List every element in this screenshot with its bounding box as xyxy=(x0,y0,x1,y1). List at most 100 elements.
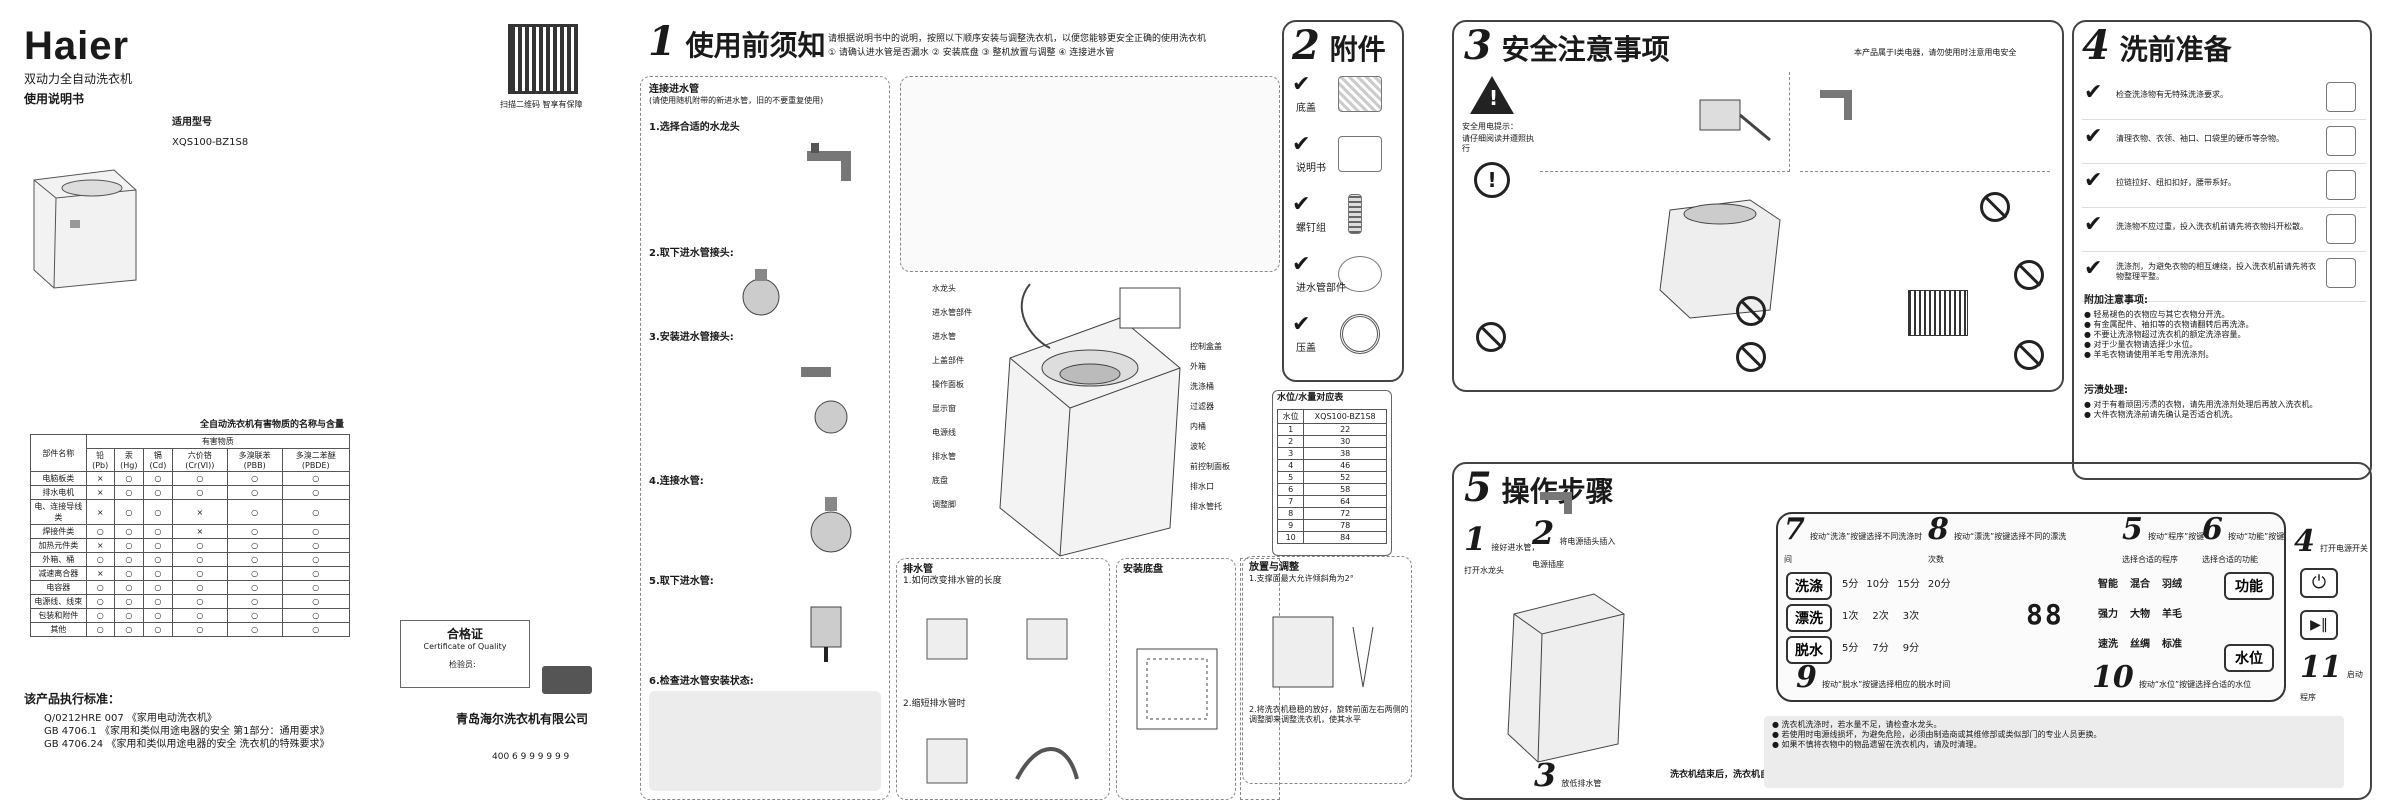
program-grid: 智能混合羽绒强力大物羊毛速洗丝绸标准 xyxy=(2098,578,2218,668)
pocket-icon xyxy=(2326,126,2356,156)
hazard-cell: × xyxy=(171,499,228,525)
water-level-cell: 5 xyxy=(1276,471,1305,484)
hazard-cell: ○ xyxy=(226,524,283,539)
water-level-cell: 2 xyxy=(1276,435,1305,448)
base-cover-icon xyxy=(1338,76,1382,112)
prep-item: ✔ 洗涤物不应过重，投入洗衣机前请先将衣物抖开松散。 xyxy=(2082,208,2366,252)
part-label: 前控制面板 xyxy=(1190,462,1230,471)
program-option: 标准 xyxy=(2162,639,2182,650)
step-11: 11 启动程序 xyxy=(2300,650,2363,702)
check-icon: ✔ xyxy=(1292,132,1311,157)
hazard-row: 电容器○○○○○○ xyxy=(30,580,351,595)
section-4-heading: 4 洗前准备 xyxy=(2082,22,2232,69)
instruction-box xyxy=(900,76,1280,272)
install-base-box: 安装底盘 xyxy=(1116,558,1236,800)
safety-cell xyxy=(1800,72,2050,172)
section-1-intro: 请根据说明书中的说明，按照以下顺序安装与调整洗衣机，以便您能够更安全正确的使用洗… xyxy=(828,34,1207,44)
hazard-row: 电脑板类×○○○○○ xyxy=(30,471,351,486)
section-4-panel: 4 洗前准备 ✔ 检查洗涤物有无特殊洗涤要求。 ✔ 清理衣物、衣领、袖口、口袋里… xyxy=(2072,20,2372,480)
model-label: 适用型号 xyxy=(172,117,212,128)
hazard-cell: ○ xyxy=(142,524,173,539)
wash-time-option: 15分 xyxy=(1897,579,1920,590)
hazard-cell: ○ xyxy=(226,566,283,581)
start-pause-button[interactable]: ▶‖ xyxy=(2300,610,2338,640)
hazard-cell: 其他 xyxy=(30,622,87,637)
step-2: 2 将电源插头插入电源插座 xyxy=(1532,514,1616,569)
hazard-row: 焊接件类○○○×○○ xyxy=(30,524,351,539)
program-option: 羊毛 xyxy=(2162,609,2182,620)
filter-icon xyxy=(1908,290,1968,336)
hazard-cell: 焊接件类 xyxy=(30,524,87,539)
hazard-cell: ○ xyxy=(85,608,115,623)
water-level-cell: 58 xyxy=(1303,483,1387,496)
hazard-cell: ○ xyxy=(226,594,283,609)
cert-box: 合格证 Certificate of Quality 检验员: xyxy=(400,620,530,688)
water-level-cell: 10 xyxy=(1276,531,1305,544)
qr-code[interactable] xyxy=(508,24,578,94)
check-icon: ✔ xyxy=(2084,80,2103,105)
hazard-cell: ○ xyxy=(281,552,351,567)
water-level-cell: 72 xyxy=(1303,507,1387,520)
hazard-cell: ○ xyxy=(113,485,144,500)
operation-note: ● 如果不慎将衣物中的物品遗留在洗衣机内，请及时清理。 xyxy=(1772,740,1982,749)
accessory-label: 底盖 xyxy=(1296,103,1316,114)
dirt-title: 污渍处理: xyxy=(2084,385,2128,396)
part-label: 显示窗 xyxy=(932,404,956,413)
level-illustration xyxy=(1272,616,1374,688)
part-label: 控制盒盖 xyxy=(1190,342,1222,351)
inlet-step: 6.检查进水管安装状态: xyxy=(649,676,754,687)
spin-button[interactable]: 脱水 xyxy=(1786,636,1832,664)
manual-title: 使用说明书 xyxy=(24,92,85,106)
cert-subtitle: Certificate of Quality xyxy=(423,642,507,651)
water-level-button[interactable]: 水位 xyxy=(2224,644,2274,672)
check-status-box xyxy=(649,691,881,791)
drain-step: 1.如何改变排水管的长度 xyxy=(903,576,1002,586)
inlet-subtitle: (请使用随机附带的新进水管，旧的不要重复使用) xyxy=(649,96,824,105)
detergent-icon xyxy=(2326,258,2356,288)
accessory-item: ✔ 说明书 xyxy=(1292,132,1396,192)
check-icon: ✔ xyxy=(1292,312,1311,337)
function-button[interactable]: 功能 xyxy=(2224,572,2274,600)
section-2-panel: 2 附件 ✔ 底盖 ✔ 说明书 ✔ 螺钉组 ✔ 进水管部件 ✔ 压盖 xyxy=(1282,20,1404,382)
power-icon: ⏻ xyxy=(2311,572,2327,593)
hazard-cell: ○ xyxy=(113,471,144,486)
wash-button[interactable]: 洗涤 xyxy=(1786,572,1832,600)
rinse-button[interactable]: 漂洗 xyxy=(1786,604,1832,632)
play-pause-icon: ▶‖ xyxy=(2310,617,2328,633)
hazard-cell: ○ xyxy=(113,594,144,609)
washer-safety-illustration xyxy=(1659,199,1781,319)
step-7: 7 按动“洗涤”按键选择不同洗涤时间 xyxy=(1784,512,1923,564)
attention-item: ● 不要让洗涤物超过洗衣机的额定洗涤容量。 xyxy=(2084,330,2246,339)
part-label: 上盖部件 xyxy=(932,356,964,365)
power-button[interactable]: ⏻ xyxy=(2300,568,2338,598)
section-1-steps: ① 请确认进水管是否漏水 ② 安装底盘 ③ 整机放置与调整 ④ 连接进水管 xyxy=(828,48,1115,58)
part-label: 水龙头 xyxy=(932,284,956,293)
hazard-cell: ○ xyxy=(226,471,283,486)
warning-icon: ! xyxy=(1470,76,1514,114)
hose-connector-icon xyxy=(810,497,852,553)
hazard-cell: × xyxy=(85,471,115,486)
part-label: 进水管部件 xyxy=(932,308,972,317)
section-4-number: 4 xyxy=(2082,22,2110,69)
product-subtitle: 双动力全自动洗衣机 xyxy=(24,72,133,86)
part-label: 洗涤桶 xyxy=(1190,382,1214,391)
hazard-table-title: 全自动洗衣机有害物质的名称与含量 xyxy=(200,420,345,430)
accessory-label: 压盖 xyxy=(1296,343,1316,354)
check-icon: ✔ xyxy=(2084,212,2103,237)
hazard-cell: ○ xyxy=(113,566,144,581)
inlet-hose-icon xyxy=(1338,256,1382,292)
inlet-box: 连接进水管 (请使用随机附带的新进水管，旧的不要重复使用) 1.选择合适的水龙头… xyxy=(640,76,890,800)
wash-time-option: 5分 xyxy=(1842,579,1859,590)
part-label: 波轮 xyxy=(1190,442,1206,451)
water-level-cell: 38 xyxy=(1303,447,1387,460)
hazard-cell: ○ xyxy=(142,580,173,595)
drain-step: 2.缩短排水管时 xyxy=(903,699,966,709)
warning-text: 请仔细阅读并遵照执行 xyxy=(1462,134,1534,153)
manual-icon xyxy=(1338,136,1382,172)
standards-list: Q/0212HRE 007 《家用电动洗衣机》 GB 4706.1 《家用和类似… xyxy=(44,712,464,751)
hazard-row: 电源线、线束○○○○○○ xyxy=(30,594,351,609)
qr-caption: 扫描二维码 智享有保障 xyxy=(500,100,583,109)
standard-item: Q/0212HRE 007 《家用电动洗衣机》 xyxy=(44,713,217,724)
